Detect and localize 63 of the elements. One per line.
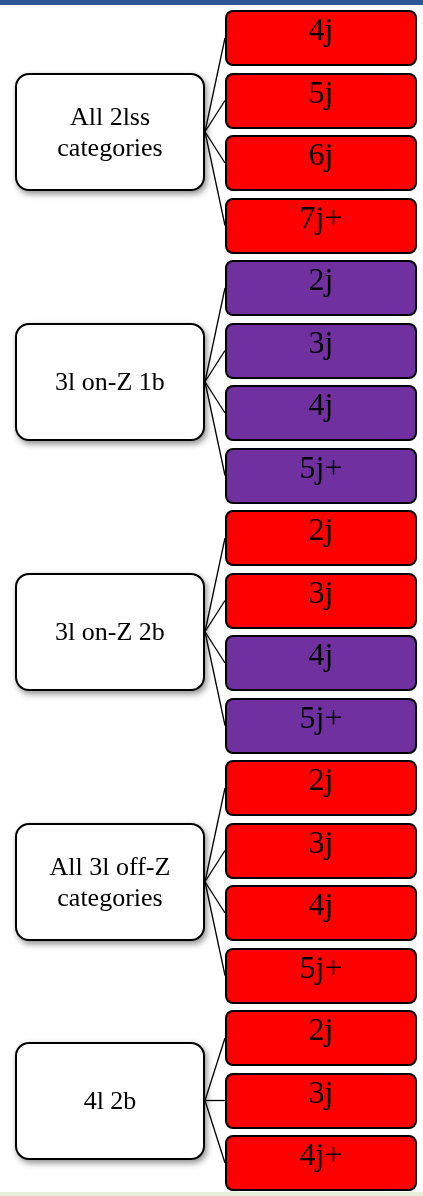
category-box bbox=[225, 885, 417, 941]
box-label: All 2lss categories bbox=[56, 100, 164, 163]
category-box bbox=[225, 322, 417, 379]
connector-line bbox=[204, 849, 226, 883]
box-label: 4j bbox=[308, 637, 334, 673]
category-box bbox=[225, 260, 417, 316]
connector-line bbox=[204, 631, 226, 727]
box-label: 7j+ bbox=[299, 199, 343, 235]
connector-line bbox=[204, 99, 226, 133]
connector-line bbox=[204, 131, 226, 164]
category-box bbox=[225, 10, 417, 66]
connector-line bbox=[204, 1099, 226, 1164]
category-box bbox=[225, 1010, 417, 1066]
box-label: 3l on-Z 2b bbox=[55, 616, 165, 648]
connector-line bbox=[204, 631, 226, 664]
connector-line bbox=[204, 1099, 226, 1102]
connector-line bbox=[204, 881, 226, 977]
category-box bbox=[225, 385, 417, 441]
box-label: 5j+ bbox=[299, 949, 343, 985]
box-label: 4j bbox=[308, 887, 334, 923]
category-box bbox=[225, 197, 417, 254]
box-label: 4j bbox=[308, 387, 334, 423]
box-label: 3j bbox=[308, 1074, 334, 1110]
box-label: 3l on-Z 1b bbox=[55, 366, 165, 398]
box-label: 2j bbox=[308, 1012, 334, 1048]
category-box bbox=[225, 635, 417, 691]
category-box bbox=[225, 135, 417, 191]
category-box bbox=[225, 72, 417, 129]
category-box bbox=[225, 760, 417, 816]
category-box bbox=[225, 510, 417, 566]
box-label: 3j bbox=[308, 324, 334, 360]
box-label: 4j+ bbox=[299, 1137, 343, 1173]
connector-line bbox=[204, 349, 226, 383]
group-box bbox=[15, 1041, 205, 1160]
box-label: 2j bbox=[308, 762, 334, 798]
group-box bbox=[15, 572, 205, 691]
connector-line bbox=[204, 881, 226, 914]
group-box bbox=[15, 822, 205, 941]
connector-line bbox=[204, 599, 226, 633]
box-label: 3j bbox=[308, 824, 334, 860]
box-label: 6j bbox=[308, 137, 334, 173]
category-box bbox=[225, 1135, 417, 1191]
box-label: 5j bbox=[308, 74, 334, 110]
box-label: 2j bbox=[308, 512, 334, 548]
box-label: 3j bbox=[308, 574, 334, 610]
category-box bbox=[225, 572, 417, 629]
connector-line bbox=[204, 381, 226, 477]
group-box bbox=[15, 322, 205, 441]
category-box bbox=[225, 822, 417, 879]
box-label: All 3l off-Z categories bbox=[48, 850, 172, 913]
category-box bbox=[225, 1072, 417, 1129]
connector-line bbox=[204, 1037, 226, 1102]
box-label: 5j+ bbox=[299, 449, 343, 485]
box-label: 2j bbox=[308, 262, 334, 298]
category-box bbox=[225, 697, 417, 754]
box-label: 4l 2b bbox=[83, 1084, 137, 1117]
box-label: 5j+ bbox=[299, 699, 343, 735]
category-box bbox=[225, 947, 417, 1004]
box-label: 4j bbox=[308, 12, 334, 48]
connector-line bbox=[204, 131, 226, 227]
connector-line bbox=[204, 381, 226, 414]
category-box bbox=[225, 447, 417, 504]
group-box bbox=[15, 72, 205, 191]
